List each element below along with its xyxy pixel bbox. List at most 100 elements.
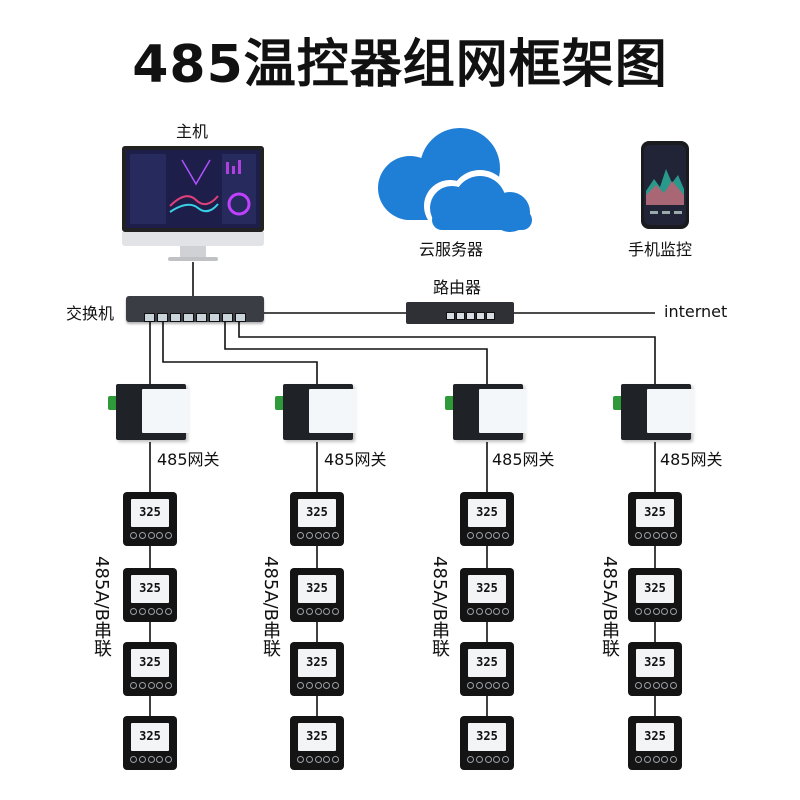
thermostat-button xyxy=(661,608,669,615)
thermostat-display: 325 xyxy=(131,649,169,677)
thermostat-button xyxy=(670,532,677,539)
switch-label: 交换机 xyxy=(66,304,115,323)
thermostat-button xyxy=(138,608,146,615)
thermostat-button xyxy=(493,682,501,689)
thermostat-button xyxy=(467,682,474,689)
thermostat-button xyxy=(475,532,483,539)
thermostat-button xyxy=(652,682,660,689)
thermostat-button xyxy=(467,608,474,615)
thermostat-display: 325 xyxy=(298,723,336,751)
thermostat-button xyxy=(138,532,146,539)
thermostat-button xyxy=(305,682,313,689)
internet-label: internet xyxy=(664,302,728,321)
thermostat-button xyxy=(138,682,146,689)
thermostat-display: 325 xyxy=(636,499,674,527)
thermostat-button xyxy=(314,608,322,615)
thermostat-display: 325 xyxy=(468,575,506,603)
gateway-icon xyxy=(108,384,190,442)
thermostat-icon: 325 xyxy=(290,492,344,546)
gateway-icon xyxy=(613,384,695,442)
thermostat-display: 325 xyxy=(468,649,506,677)
monitor-icon xyxy=(122,146,264,261)
thermostat-button xyxy=(147,532,155,539)
thermostat-button xyxy=(156,608,164,615)
thermostat-icon: 325 xyxy=(460,716,514,770)
thermostat-icon: 325 xyxy=(460,642,514,696)
thermostat-button xyxy=(475,608,483,615)
thermostat-icon: 325 xyxy=(628,568,682,622)
thermostat-display: 325 xyxy=(636,649,674,677)
thermostat-reading: 325 xyxy=(476,729,498,743)
thermostat-reading: 325 xyxy=(139,729,161,743)
thermostat-button xyxy=(305,608,313,615)
thermostat-button xyxy=(643,532,651,539)
thermostat-button xyxy=(643,756,651,763)
router-label: 路由器 xyxy=(433,278,482,297)
thermostat-button xyxy=(475,682,483,689)
thermostat-button xyxy=(661,682,669,689)
thermostat-button xyxy=(147,682,155,689)
thermostat-button xyxy=(323,682,331,689)
thermostat-button xyxy=(661,532,669,539)
serial-label: 485A/B串联 xyxy=(91,556,112,658)
thermostat-button xyxy=(165,682,172,689)
switch-icon xyxy=(126,296,264,322)
serial-label: 485A/B串联 xyxy=(429,556,450,658)
thermostat-reading: 325 xyxy=(306,505,328,519)
diagram-title: 485温控器组网框架图 xyxy=(132,35,668,95)
thermostat-button xyxy=(635,756,642,763)
cloud-label: 云服务器 xyxy=(419,240,484,259)
phone-icon xyxy=(641,141,689,229)
thermostat-button xyxy=(502,532,509,539)
thermostat-button xyxy=(305,532,313,539)
gateway-label: 485网关 xyxy=(157,450,220,469)
thermostat-button xyxy=(130,532,137,539)
thermostat-icon: 325 xyxy=(123,716,177,770)
thermostat-button xyxy=(475,756,483,763)
thermostat-button xyxy=(670,682,677,689)
thermostat-button xyxy=(670,756,677,763)
thermostat-reading: 325 xyxy=(476,505,498,519)
thermostat-reading: 325 xyxy=(139,655,161,669)
thermostat-reading: 325 xyxy=(644,505,666,519)
thermostat-reading: 325 xyxy=(139,505,161,519)
thermostat-button xyxy=(156,532,164,539)
thermostat-button xyxy=(635,532,642,539)
thermostat-reading: 325 xyxy=(476,655,498,669)
thermostat-button xyxy=(156,682,164,689)
thermostat-button xyxy=(484,682,492,689)
thermostat-reading: 325 xyxy=(644,581,666,595)
thermostat-button xyxy=(332,608,339,615)
thermostat-reading: 325 xyxy=(476,581,498,595)
thermostat-button xyxy=(484,532,492,539)
thermostat-button xyxy=(493,608,501,615)
thermostat-display: 325 xyxy=(298,499,336,527)
thermostat-button xyxy=(165,608,172,615)
thermostat-icon: 325 xyxy=(628,642,682,696)
thermostat-display: 325 xyxy=(131,499,169,527)
thermostat-icon: 325 xyxy=(628,716,682,770)
cloud-icon xyxy=(378,128,532,232)
thermostat-button xyxy=(502,756,509,763)
thermostat-button xyxy=(165,532,172,539)
thermostat-button xyxy=(165,756,172,763)
thermostat-display: 325 xyxy=(298,575,336,603)
thermostat-icon: 325 xyxy=(123,492,177,546)
thermostat-button xyxy=(130,682,137,689)
host-label: 主机 xyxy=(176,122,209,141)
thermostat-icon: 325 xyxy=(460,492,514,546)
thermostat-button xyxy=(484,608,492,615)
thermostat-reading: 325 xyxy=(139,581,161,595)
thermostat-button xyxy=(493,532,501,539)
thermostat-button xyxy=(661,756,669,763)
serial-label: 485A/B串联 xyxy=(260,556,281,658)
thermostat-button xyxy=(652,532,660,539)
thermostat-button xyxy=(130,756,137,763)
thermostat-display: 325 xyxy=(636,723,674,751)
thermostat-button xyxy=(502,682,509,689)
thermostat-display: 325 xyxy=(636,575,674,603)
gateway-label: 485网关 xyxy=(492,450,555,469)
thermostat-icon: 325 xyxy=(290,568,344,622)
thermostat-icon: 325 xyxy=(628,492,682,546)
thermostat-button xyxy=(502,608,509,615)
